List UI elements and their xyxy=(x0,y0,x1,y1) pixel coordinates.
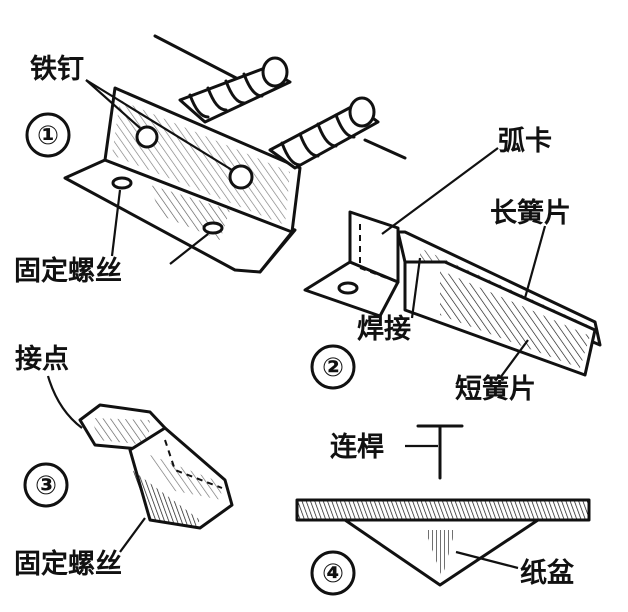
nails-label: 铁钉 xyxy=(30,54,84,85)
figure-number: ③ xyxy=(35,471,57,501)
leader-line xyxy=(455,550,519,570)
leader-line xyxy=(119,517,146,553)
figure-3: 接点 固定螺丝 ③ xyxy=(14,344,234,580)
leader-line xyxy=(46,375,83,429)
figure-2: 弧卡 长簧片 焊接 短簧片 ② xyxy=(303,126,602,405)
weld-label: 焊接 xyxy=(357,314,411,345)
wire-line xyxy=(153,34,242,82)
clip-label: 弧卡 xyxy=(498,126,552,157)
leader-line xyxy=(523,225,547,299)
leader-line xyxy=(381,147,499,235)
wire-line xyxy=(363,138,407,160)
cone-label: 纸盆 xyxy=(520,557,575,589)
screws-label: 固定螺丝 xyxy=(14,548,122,580)
figure-number-circle xyxy=(23,462,69,508)
figure-1: 铁钉 固定螺丝 ① xyxy=(14,34,407,287)
long-reed-label: 长簧片 xyxy=(490,197,571,229)
figure-number: ④ xyxy=(322,559,344,589)
leader-line xyxy=(410,257,422,319)
screws-label: 固定螺丝 xyxy=(14,255,122,287)
coil xyxy=(178,56,292,124)
figure-number: ② xyxy=(322,353,344,383)
figure-number-circle xyxy=(25,112,71,158)
leader-line xyxy=(110,189,122,257)
screw-hole xyxy=(111,176,133,190)
leader-line xyxy=(85,79,233,171)
contact-label: 接点 xyxy=(15,344,69,375)
figure-4: 连桿 纸盆 ④ xyxy=(295,424,591,596)
coil xyxy=(268,96,380,170)
leader-line xyxy=(169,233,209,265)
leader-line xyxy=(85,79,141,129)
short-reed-label: 短簧片 xyxy=(455,373,536,405)
screw-hole xyxy=(202,221,224,235)
figure-number: ① xyxy=(37,121,59,151)
nail-head xyxy=(228,164,254,190)
leader-line xyxy=(499,339,529,379)
figure-number-circle xyxy=(310,344,356,390)
nail-head xyxy=(135,125,159,149)
rod-label: 连桿 xyxy=(330,431,384,463)
figure-number-circle xyxy=(310,550,356,596)
